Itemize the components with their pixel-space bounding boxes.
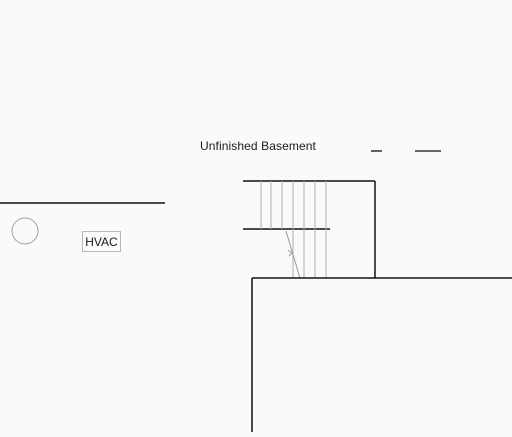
hvac-unit: HVAC bbox=[82, 231, 121, 252]
stair-treads bbox=[260, 181, 327, 278]
stair-arrow-line bbox=[285, 230, 301, 279]
room-label-unfinished-basement: Unfinished Basement bbox=[200, 139, 316, 153]
stair-arrow-head bbox=[287, 249, 293, 257]
stair-direction-arrow bbox=[285, 230, 301, 279]
round-fixture bbox=[11, 217, 39, 245]
hvac-label: HVAC bbox=[85, 234, 118, 249]
